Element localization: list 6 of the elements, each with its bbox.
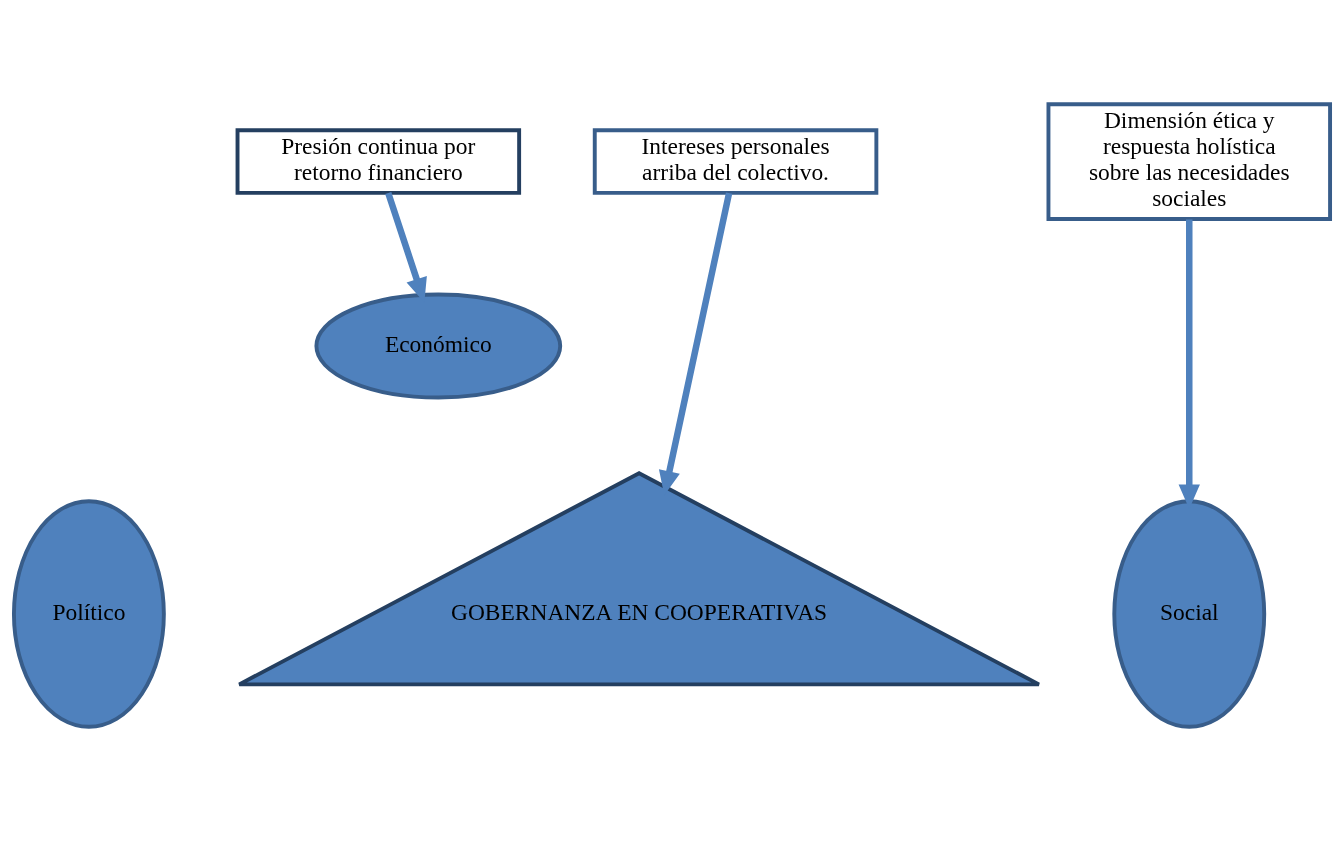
node-ellipse: Social	[1112, 498, 1267, 729]
node-box: Presión continua por retorno financiero	[235, 127, 522, 195]
node-ellipse: Económico	[314, 292, 563, 399]
node-box: Intereses personales arriba del colectivo.	[592, 127, 879, 195]
node-box: Dimensión ética y respuesta holística sobre las necesidades sociales	[1046, 101, 1333, 221]
node-ellipse: Político	[11, 498, 166, 729]
